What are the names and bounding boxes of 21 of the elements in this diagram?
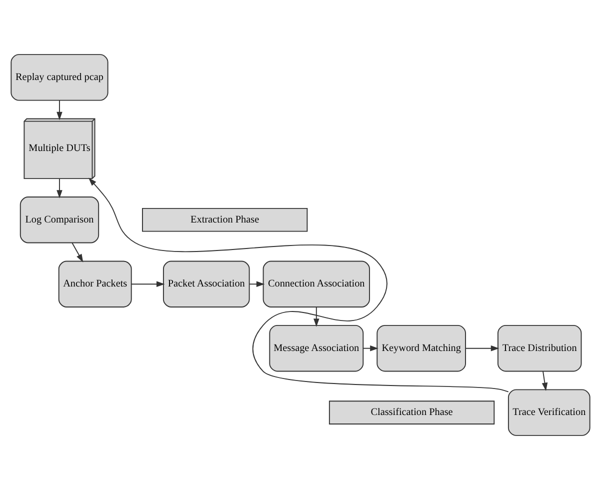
arrow <box>248 281 265 287</box>
node-box: Connection Association <box>262 260 370 308</box>
arrow <box>362 345 378 352</box>
node-box: Classification Phase <box>328 400 495 424</box>
node-box: Message Association <box>269 324 364 372</box>
node-box: Trace Distribution <box>497 324 582 372</box>
arrow <box>465 345 500 352</box>
arrow <box>56 178 62 198</box>
node-box: Trace Verification <box>508 389 590 436</box>
arrow <box>88 178 509 392</box>
node-box: Anchor Packets <box>58 260 132 308</box>
arrow <box>72 242 84 262</box>
arrow <box>314 306 320 327</box>
arrow <box>56 100 62 120</box>
node-box: Extraction Phase <box>142 208 308 232</box>
arrow <box>542 370 548 392</box>
node-box: Packet Association <box>162 260 250 308</box>
node-box: Replay captured pcap <box>10 54 108 101</box>
arrow <box>130 281 165 287</box>
node-box: Keyword Matching <box>376 324 466 372</box>
node-box: Log Comparison <box>20 196 100 244</box>
